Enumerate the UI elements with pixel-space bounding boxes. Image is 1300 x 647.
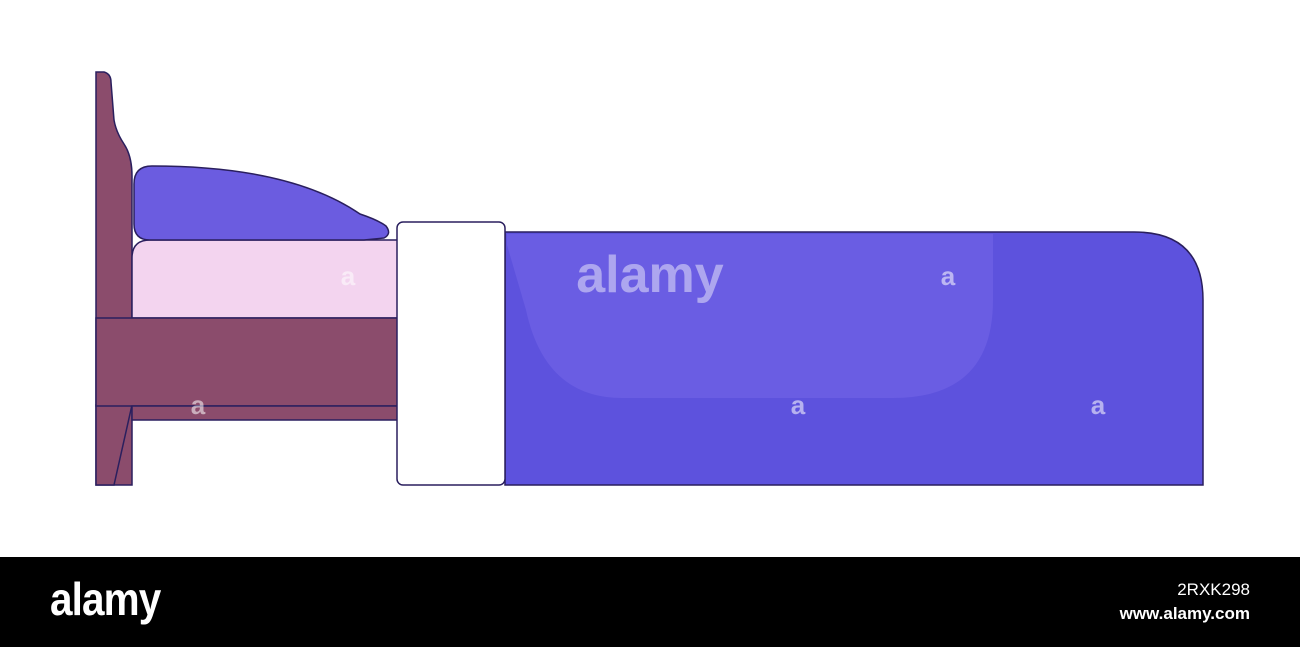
watermark-brand: alamy <box>576 246 724 304</box>
mattress <box>131 239 401 319</box>
side-rail <box>95 317 401 407</box>
watermark-mark: a <box>1091 390 1106 420</box>
blanket-highlight <box>507 234 993 398</box>
pillow <box>133 165 390 241</box>
image-id: 2RXK298 <box>1177 580 1250 599</box>
bed-drawing: alamy a a a a a <box>95 71 1204 486</box>
footer-logo: alamy <box>50 573 161 625</box>
sheet-fold <box>396 221 506 486</box>
watermark-mark: a <box>191 390 206 420</box>
watermark-mark: a <box>941 261 956 291</box>
rail-bottom-strip <box>131 405 401 421</box>
stock-footer: alamy 2RXK298 www.alamy.com <box>0 557 1300 647</box>
watermark-mark: a <box>791 390 806 420</box>
bed-illustration: alamy a a a a a <box>95 71 1204 486</box>
footer-info: 2RXK298 www.alamy.com <box>1120 579 1250 625</box>
watermark-mark: a <box>341 261 356 291</box>
site-url: www.alamy.com <box>1119 604 1250 623</box>
